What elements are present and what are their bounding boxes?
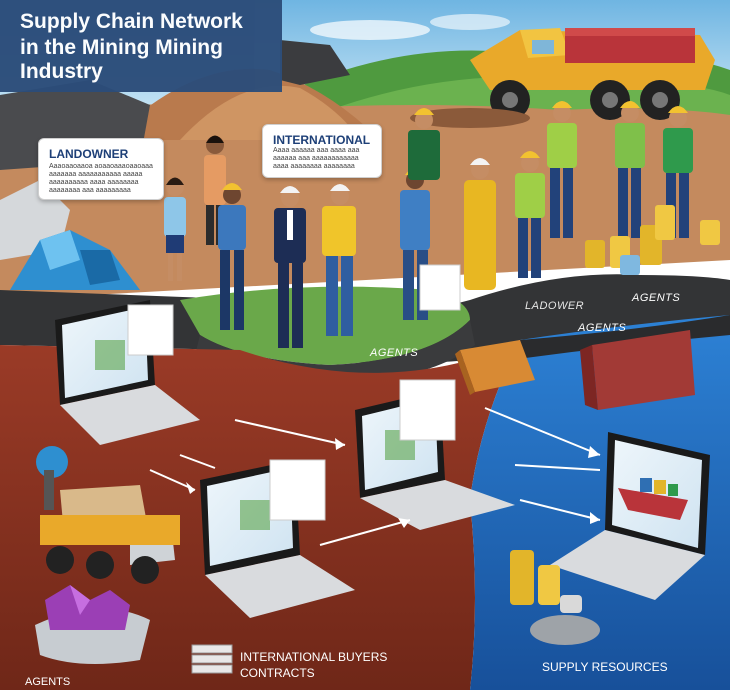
cargo-ship-icon (618, 478, 688, 520)
agents-label: AGENTS (578, 322, 627, 334)
callout-text: aaaaaaa aaaaaaaaaaa aaaaa (49, 171, 143, 178)
haul-truck-icon (36, 446, 180, 584)
water (470, 315, 730, 690)
shipping-container-icon (455, 330, 695, 410)
agents-label: AGENTS (370, 347, 419, 359)
callout-title: LANDOWNER (49, 147, 129, 161)
international-buyers-label: INTERNATIONAL BUYERS (240, 650, 388, 664)
callout-text: aaaaaaaa aaa aaaaaaaaa (49, 187, 131, 194)
international-callout: INTERNATIONAL Aaaa aaaaaa aaa aaaa aaa a… (262, 124, 382, 178)
landowner-label: LADOWER (525, 300, 585, 312)
contracts-stack-icon (191, 644, 233, 674)
agents-label: AGENTS (632, 292, 681, 304)
callout-text: Aaaa aaaaaa aaa aaaa aaa (273, 147, 360, 154)
callout-text: Aaaoaaoaaoa aoaaoaaaoaaoaaa (49, 163, 153, 170)
title-line: in the Mining Mining (20, 36, 223, 59)
landowner-callout: LANDOWNER Aaaoaaoaaoa aoaaoaaaoaaoaaa aa… (38, 138, 164, 200)
mineral-crystal-icon (35, 585, 150, 664)
haul-truck-icon (470, 28, 715, 120)
callout-title: INTERNATIONAL (273, 133, 371, 147)
callout-text: aaaaaa aaa aaaaaaaaaaaa (273, 155, 359, 162)
title-banner: Supply Chain Network in the Mining Minin… (0, 0, 282, 92)
laptop-icon (55, 300, 710, 618)
supply-resources-label: SUPPLY RESOURCES (542, 660, 668, 674)
mineral-crystal-icon (0, 180, 140, 290)
gold-coin-stack-icon (585, 205, 720, 275)
people-group (164, 101, 693, 348)
flow-arrows (149, 407, 601, 546)
contracts-label: CONTRACTS (240, 666, 315, 680)
green-platform (180, 286, 470, 365)
callout-text: aaaaaaaaaa aaaa aaaaaaaa (49, 179, 139, 186)
agents-label: AGENTS (25, 676, 71, 688)
title-line: Industry (20, 60, 103, 83)
title-line: Supply Chain Network (20, 10, 243, 33)
callout-text: aaaa aaaaaaaa aaaaaaaa (273, 163, 355, 170)
gold-coin-stack-icon (510, 550, 600, 645)
